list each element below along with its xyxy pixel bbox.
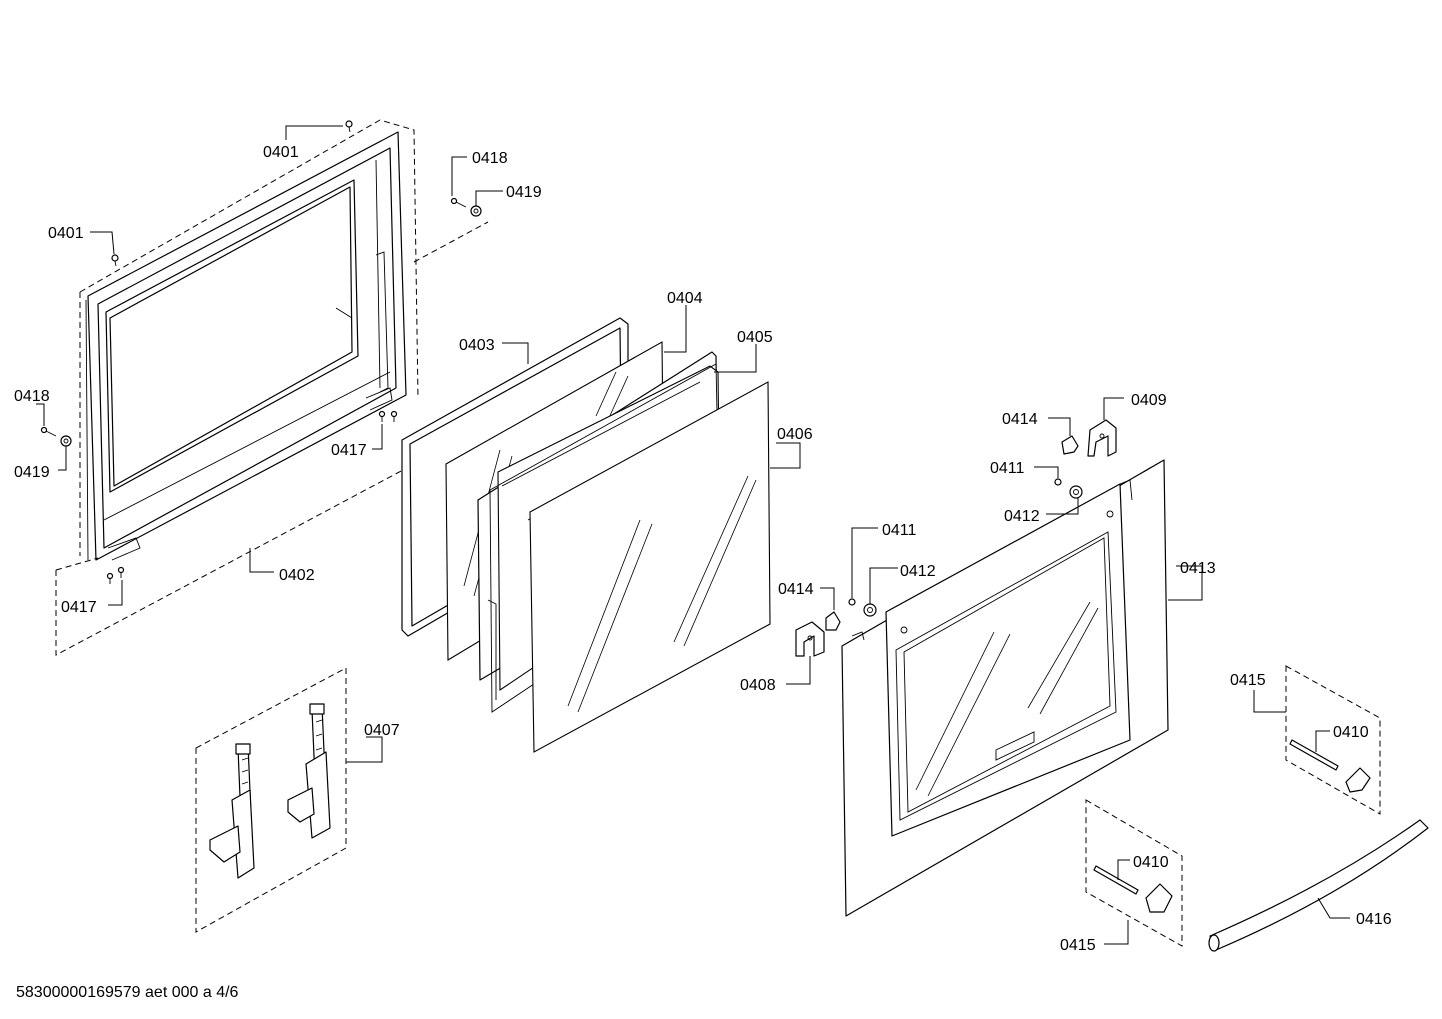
- outer-door-panel: [841, 459, 1169, 917]
- label-0401-top: 0401: [263, 144, 299, 161]
- label-0408: 0408: [740, 677, 776, 694]
- label-0415-top: 0415: [1230, 672, 1266, 689]
- label-0413: 0413: [1180, 560, 1216, 577]
- bracket-0408: [795, 621, 825, 657]
- label-0414-top: 0414: [1002, 411, 1038, 428]
- handle-bolt-0410-bottom: [1085, 799, 1183, 947]
- label-0417-right: 0417: [331, 442, 367, 459]
- label-0414-bottom: 0414: [778, 581, 814, 598]
- label-0419-left: 0419: [14, 464, 50, 481]
- label-0405: 0405: [737, 329, 773, 346]
- label-0410-top: 0410: [1333, 724, 1369, 741]
- label-0404: 0404: [667, 290, 703, 307]
- document-footer-code: 58300000169579 aet 000 a 4/6: [16, 984, 239, 1001]
- glass-pane-0406: [529, 381, 771, 753]
- label-0411-top: 0411: [990, 460, 1025, 477]
- bracket-0409: [1087, 419, 1117, 457]
- label-0401-left: 0401: [48, 225, 84, 242]
- screw-icon: [40, 120, 482, 584]
- label-0417-left: 0417: [61, 599, 97, 616]
- label-0419-right: 0419: [506, 184, 542, 201]
- label-0416: 0416: [1356, 911, 1392, 928]
- label-0418-right: 0418: [472, 150, 508, 167]
- part-labels: 0401 0401 0418 0419 0418 0419 0417 0417 …: [14, 144, 1392, 954]
- hinge-right: [287, 703, 331, 839]
- label-0402: 0402: [279, 567, 315, 584]
- hinge-left: [209, 743, 255, 879]
- label-0406: 0406: [777, 426, 813, 443]
- label-0403: 0403: [459, 337, 495, 354]
- inner-door-frame: [85, 131, 407, 561]
- handle-bolt-0410-top: [1285, 665, 1381, 815]
- hinge-dashed-outline: [195, 667, 347, 933]
- leader-lines: [36, 125, 1350, 945]
- label-0412-bottom: 0412: [900, 563, 936, 580]
- door-handle-0416: [1208, 819, 1429, 952]
- label-0407: 0407: [364, 722, 400, 739]
- label-0415-bottom: 0415: [1060, 937, 1096, 954]
- clip-0414: [825, 435, 1079, 631]
- label-0412-top: 0412: [1004, 508, 1040, 525]
- label-0418-left: 0418: [14, 388, 50, 405]
- label-0411-bottom: 0411: [882, 522, 917, 539]
- frame-dashed-outline: [55, 119, 489, 656]
- label-0410-bottom: 0410: [1133, 854, 1169, 871]
- label-0409: 0409: [1131, 392, 1167, 409]
